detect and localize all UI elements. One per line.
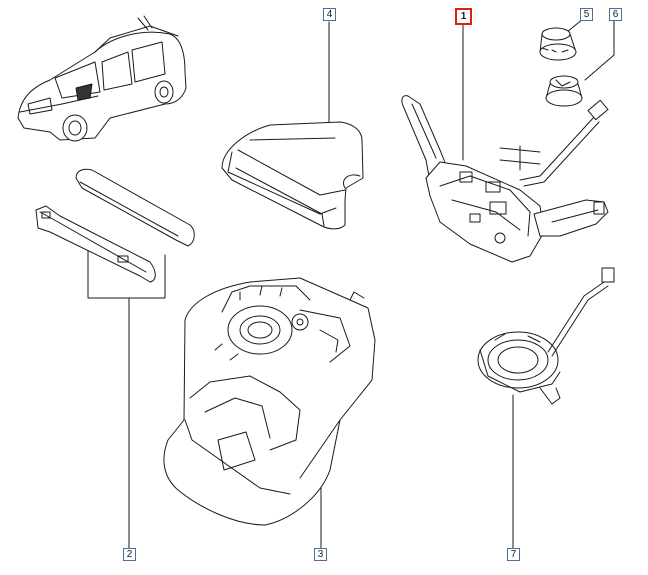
callout-5[interactable]: 5 — [580, 8, 593, 21]
callout-2[interactable]: 2 — [123, 548, 136, 561]
callout-3[interactable]: 3 — [314, 548, 327, 561]
part-5-knob — [539, 27, 577, 61]
callout-7[interactable]: 7 — [507, 548, 520, 561]
vehicle-illustration — [17, 15, 187, 142]
part-4-upper-cover — [221, 121, 364, 230]
callout-4[interactable]: 4 — [323, 8, 336, 21]
part-7-clock-spring — [477, 267, 615, 405]
leader-lines — [87, 18, 615, 549]
part-6-knob — [545, 75, 583, 107]
callout-1[interactable]: 1 — [455, 8, 472, 25]
callout-6[interactable]: 6 — [609, 8, 622, 21]
part-1-combination-switch — [401, 95, 609, 263]
part-3-steering-column-shroud — [163, 277, 376, 526]
part-2-trim-strips — [35, 168, 195, 283]
